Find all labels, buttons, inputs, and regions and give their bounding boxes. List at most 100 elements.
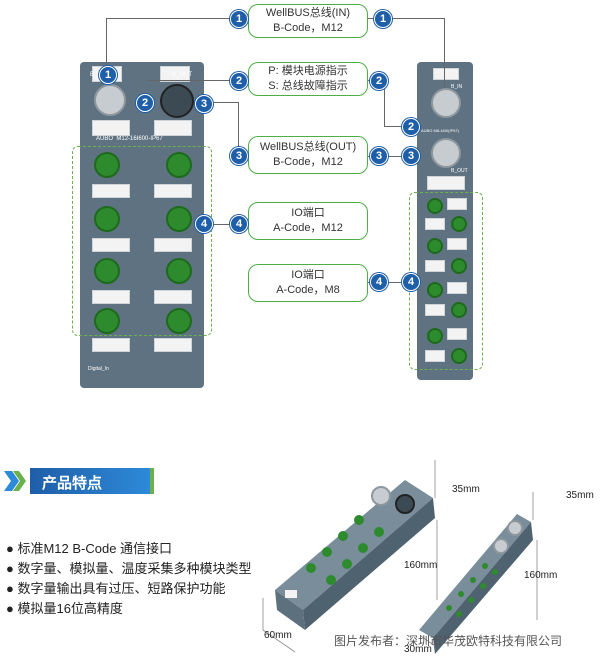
dim-large-width: 60mm — [264, 630, 292, 641]
feature-item-1: ● 标准M12 B-Code 通信接口 — [6, 541, 173, 556]
leader-line — [106, 18, 232, 19]
leader-line — [368, 282, 408, 283]
leader-line — [196, 224, 232, 225]
m8-label — [425, 260, 445, 272]
callout-line2: A-Code，M8 — [276, 284, 340, 296]
m8-port — [451, 348, 467, 364]
leader-line — [384, 126, 408, 127]
bullet-icon: ● — [6, 541, 18, 556]
io-port-8 — [166, 308, 192, 334]
callout-line1: P: 模块电源指示 — [268, 65, 348, 77]
m8-label — [425, 350, 445, 362]
badge-2: 2 — [136, 94, 154, 112]
feature-item-4: ● 模拟量16位高精度 — [6, 601, 123, 616]
callout-line1: IO端口 — [291, 269, 325, 281]
callout-line2: S: 总线故障指示 — [268, 80, 348, 92]
large-bus-out-port — [160, 84, 194, 118]
leader-line — [444, 18, 445, 88]
m8-port — [451, 216, 467, 232]
large-out-label: B_OUT — [172, 72, 193, 78]
callout-indicators: P: 模块电源指示 S: 总线故障指示 — [248, 62, 368, 96]
leader-line — [390, 18, 444, 19]
large-mid-label-left — [92, 120, 130, 136]
callout-line2: B-Code，M12 — [273, 156, 343, 168]
chevron-icon — [2, 468, 28, 494]
callout-line1: WellBUS总线(OUT) — [259, 141, 357, 153]
section-title: 产品特点 — [42, 475, 103, 492]
io-label — [92, 290, 130, 304]
io-label — [154, 238, 192, 252]
badge-1: 1 — [230, 10, 248, 28]
io-label — [92, 184, 130, 198]
callout-line1: IO端口 — [291, 207, 325, 219]
badge-3: 3 — [230, 147, 248, 165]
feature-item-2: ● 数字量、模拟量、温度采集多种模块类型 — [6, 561, 252, 576]
badge-2: 2 — [370, 72, 388, 90]
leader-line — [196, 102, 238, 103]
io-port-3 — [94, 206, 120, 232]
small-mid-label — [427, 176, 465, 190]
badge-4: 4 — [402, 273, 420, 291]
leader-line — [384, 86, 385, 126]
section-title-bar — [30, 468, 154, 494]
bullet-icon: ● — [6, 561, 18, 576]
callout-bus-out: WellBUS总线(OUT) B-Code，M12 — [248, 136, 368, 174]
callout-line2: A-Code，M12 — [273, 222, 343, 234]
m8-label — [447, 198, 467, 210]
large-in-label: B_IN — [90, 72, 104, 78]
leader-line — [368, 156, 408, 157]
io-port-4 — [166, 206, 192, 232]
product-3d-illustration — [262, 460, 538, 654]
dim-small-width: 30mm — [404, 644, 432, 655]
m8-port — [427, 282, 443, 298]
io-port-1 — [94, 152, 120, 178]
badge-4: 4 — [370, 273, 388, 291]
leader-line — [238, 102, 239, 154]
m8-label — [447, 282, 467, 294]
badge-2: 2 — [402, 118, 420, 136]
small-out-label: B_OUT — [451, 168, 468, 174]
dim-small-length: 160mm — [524, 570, 558, 581]
callout-io-m8: IO端口 A-Code，M8 — [248, 264, 368, 302]
m8-port — [451, 302, 467, 318]
callout-line2: B-Code，M12 — [273, 22, 343, 34]
callout-io-m12: IO端口 A-Code，M12 — [248, 202, 368, 240]
io-port-7 — [94, 308, 120, 334]
large-top-label-right — [160, 66, 190, 82]
large-bus-in-port — [94, 84, 126, 116]
io-port-6 — [166, 258, 192, 284]
badge-1: 1 — [374, 10, 392, 28]
large-mid-label-right — [154, 120, 192, 136]
badge-2: 2 — [230, 72, 248, 90]
small-bus-in-port — [431, 88, 461, 118]
io-label — [154, 290, 192, 304]
m8-label — [447, 328, 467, 340]
leader-line — [106, 18, 107, 70]
large-io-highlight — [72, 146, 212, 336]
large-footer-text: Digital_In — [88, 366, 109, 372]
io-port-2 — [166, 152, 192, 178]
small-in-label: B_IN — [451, 84, 463, 90]
small-module: B_IN AUBO M8-16I0(IP67) B_OUT — [417, 62, 473, 380]
watermark: 图片发布者：深圳市华茂欧特科技有限公司 — [334, 634, 563, 648]
m8-port — [427, 328, 443, 344]
small-bus-out-port — [431, 138, 461, 168]
large-module: B_IN B_OUT AUBO M12-16I600-IP67 Digital_… — [80, 62, 204, 388]
callout-bus-in: WellBUS总线(IN) B-Code，M12 — [248, 4, 368, 38]
bullet-icon: ● — [6, 601, 18, 616]
io-label — [92, 238, 130, 252]
dim-large-height: 35mm — [452, 484, 480, 495]
badge-4: 4 — [230, 215, 248, 233]
bullet-icon: ● — [6, 581, 18, 596]
large-model-text: AUBO M12-16I600-IP67 — [96, 136, 163, 142]
io-port-5 — [94, 258, 120, 284]
badge-4: 4 — [195, 215, 213, 233]
badge-3: 3 — [195, 95, 213, 113]
callout-line1: WellBUS总线(IN) — [265, 7, 351, 19]
small-top-label — [433, 68, 459, 80]
dim-large-length: 160mm — [404, 560, 438, 571]
m8-port — [427, 238, 443, 254]
dim-small-height: 35mm — [566, 490, 594, 501]
m8-label — [447, 238, 467, 250]
io-label — [154, 184, 192, 198]
